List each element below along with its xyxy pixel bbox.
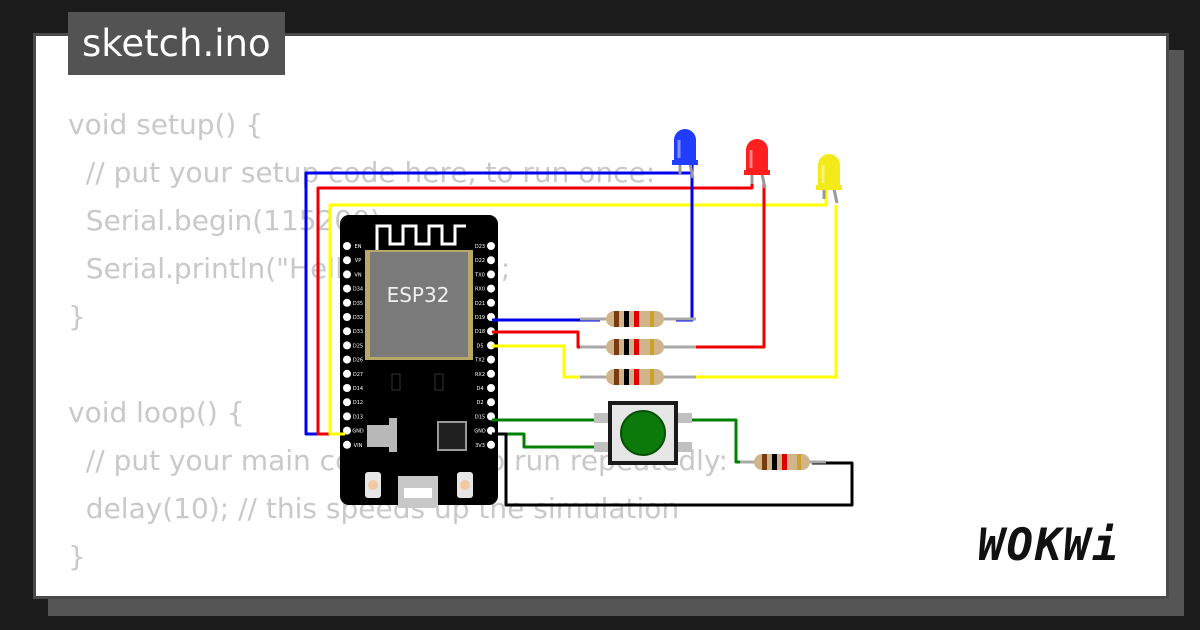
left-pin[interactable] <box>343 298 351 307</box>
esp32-label: ESP32 <box>387 283 450 307</box>
red-wire-led[interactable] <box>676 183 766 349</box>
left-pin-label: VP <box>355 258 361 264</box>
right-pin-label: D22 <box>475 258 485 264</box>
left-pin-label: D35 <box>353 301 363 307</box>
left-pin[interactable] <box>343 327 351 336</box>
left-pin-label: GND <box>352 429 364 435</box>
right-pin[interactable] <box>487 398 495 407</box>
resistor-3[interactable] <box>580 369 696 385</box>
right-pin-label: D5 <box>476 343 483 349</box>
right-pin-label: RX0 <box>475 287 485 293</box>
left-pin-label: D27 <box>353 372 363 378</box>
right-pin[interactable] <box>487 256 495 265</box>
left-pin-label: D13 <box>353 414 363 420</box>
blue-led[interactable] <box>672 129 698 179</box>
left-pin-label: D12 <box>353 400 363 406</box>
left-pin-label: D34 <box>353 287 363 293</box>
yellow-wire-led[interactable] <box>676 205 838 379</box>
black-wire-gnd[interactable] <box>492 432 854 507</box>
right-pin-label: D21 <box>475 301 485 307</box>
yellow-wire-gnd[interactable] <box>328 190 828 436</box>
esp32-board[interactable]: ESP32 ENVPVND34D35D32D33D25D26D27D14D12D… <box>340 215 498 508</box>
left-pin[interactable] <box>343 270 351 279</box>
right-pin[interactable] <box>487 369 495 378</box>
right-pin[interactable] <box>487 412 495 421</box>
left-pin[interactable] <box>343 440 351 449</box>
green-wire-3v3[interactable] <box>492 432 608 449</box>
left-pin[interactable] <box>343 369 351 378</box>
wokwi-logo: WOKWi <box>978 520 1121 571</box>
resistor-1[interactable] <box>580 311 696 327</box>
right-pin-label: TX0 <box>474 272 485 278</box>
file-name-tab: sketch.ino <box>68 12 285 75</box>
code-line: Serial.begin(115200); <box>68 204 391 237</box>
left-pin[interactable] <box>343 313 351 321</box>
right-pin-label: D23 <box>475 244 485 250</box>
code-line: // put your setup code here, to run once… <box>68 156 656 189</box>
code-line: void loop() { <box>68 396 245 429</box>
right-pin-label: D19 <box>475 315 485 321</box>
code-line: } <box>68 300 86 333</box>
left-pin[interactable] <box>343 242 351 250</box>
left-pin[interactable] <box>343 355 351 364</box>
right-pin-label: TX2 <box>474 358 485 364</box>
right-pin-label: GND <box>474 429 486 435</box>
resistor-4[interactable] <box>740 454 826 470</box>
right-pin[interactable] <box>487 384 495 392</box>
left-pin-label: VN <box>354 272 361 278</box>
left-pin-label: D32 <box>353 315 363 321</box>
right-pin[interactable] <box>487 440 495 449</box>
left-pin[interactable] <box>343 398 351 407</box>
left-pin-label: D14 <box>353 386 363 392</box>
left-pin[interactable] <box>343 412 351 421</box>
right-pin-label: D4 <box>476 386 483 392</box>
left-pin-label: EN <box>355 244 362 250</box>
left-pin[interactable] <box>343 384 351 392</box>
usb-chip <box>437 421 467 451</box>
red-led[interactable] <box>744 139 770 189</box>
code-line: } <box>68 540 86 573</box>
esp32-module <box>370 252 468 357</box>
left-pin[interactable] <box>343 284 351 293</box>
yellow-wire-d5[interactable] <box>492 344 600 379</box>
voltage-regulator <box>367 425 389 447</box>
right-pin-label: D2 <box>476 400 483 406</box>
left-pin-label: D26 <box>353 358 363 364</box>
right-pin-label: 3V3 <box>475 443 485 449</box>
right-pin[interactable] <box>487 270 495 279</box>
left-pin-label: VIN <box>354 443 363 449</box>
right-pin[interactable] <box>487 298 495 307</box>
left-pin-label: D33 <box>353 329 363 335</box>
left-pin-label: D25 <box>353 343 363 349</box>
left-pin[interactable] <box>343 341 351 350</box>
yellow-led[interactable] <box>816 154 842 204</box>
resistor-2[interactable] <box>580 339 696 355</box>
code-background: void setup() { // put your setup code he… <box>68 101 728 581</box>
left-pin[interactable] <box>343 256 351 265</box>
code-line: void setup() { <box>68 108 264 141</box>
right-pin[interactable] <box>487 355 495 364</box>
right-pin[interactable] <box>487 242 495 250</box>
right-pin-label: RX2 <box>475 372 485 378</box>
push-button[interactable] <box>594 401 692 465</box>
right-pin-label: D18 <box>475 329 485 335</box>
green-wire-resistor[interactable] <box>684 418 752 464</box>
right-pin-label: D15 <box>475 414 485 420</box>
right-pin[interactable] <box>487 284 495 293</box>
